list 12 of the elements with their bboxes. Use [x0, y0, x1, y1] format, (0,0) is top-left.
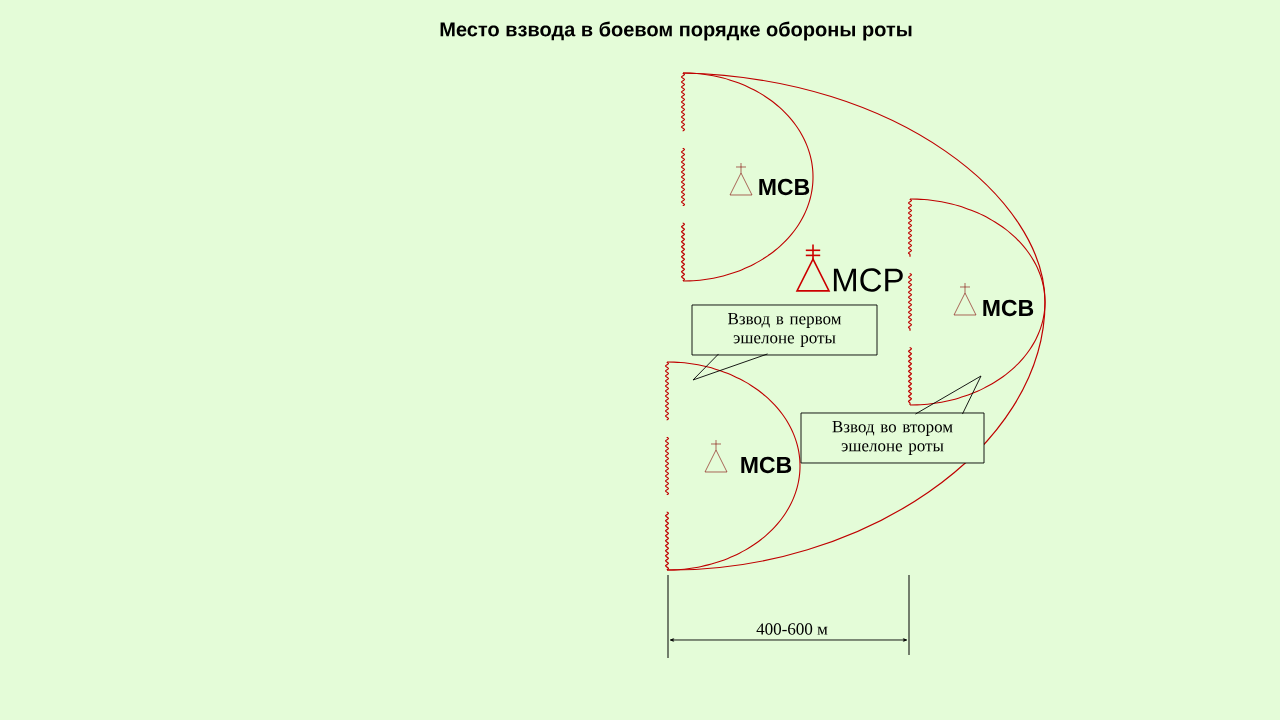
platoon-area: МСВ: [680, 72, 814, 282]
callout-box: Взвод в первом эшелоне роты: [691, 304, 878, 356]
platoon-area: МСВ: [664, 361, 801, 571]
platoon-area: МСВ: [907, 198, 1046, 406]
title: Место взвода в боевом порядке обороны роты: [440, 21, 912, 41]
node-label: МСВ: [983, 299, 1034, 317]
callout-box: Взвод во втором эшелоне роты: [800, 412, 985, 464]
node-label: МСВ: [759, 178, 810, 196]
dimension-label: 400-600 м: [756, 623, 828, 635]
unit-label: МСР: [833, 268, 903, 292]
node-label: МСВ: [741, 456, 792, 474]
callout-tail: [915, 375, 982, 415]
